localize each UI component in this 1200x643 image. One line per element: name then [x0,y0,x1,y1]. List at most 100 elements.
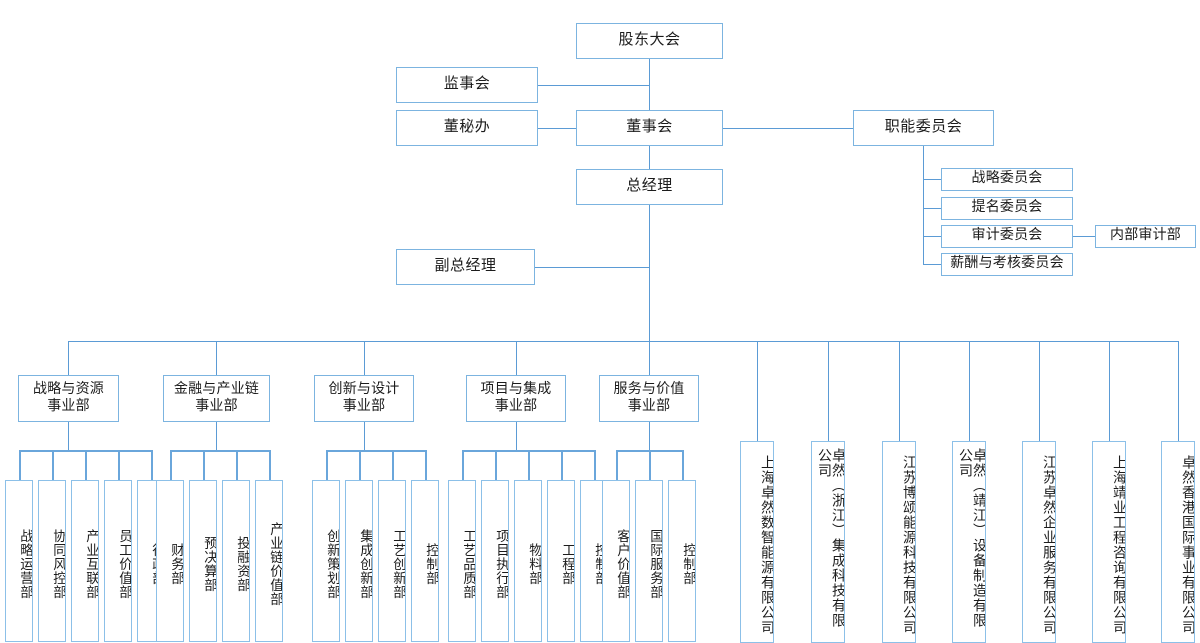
node-committee-strategy[interactable]: 战略委员会 [941,168,1073,191]
node-subsidiary-zhuoran-zhejiang-integration-tech[interactable]: 卓然（浙江）集成科技有限公司 [811,441,845,643]
node-subsidiary-zhuoran-jingjiang-equipment-manufacturing[interactable]: 卓然（靖江）设备制造有限公司 [952,441,986,643]
node-shareholders-meeting[interactable]: 股东大会 [576,23,723,59]
connector-board-to-committee [723,128,853,129]
node-department-collaborative-risk-control[interactable]: 协同风控部 [38,480,66,642]
node-department-materials[interactable]: 物料部 [514,480,542,642]
connector-supervisors-to-spine [538,85,650,86]
bus-drop-division-5 [649,341,650,375]
bus-drop-division-3 [364,341,365,375]
node-division-finance-industrychain[interactable]: 金融与产业链 事业部 [163,375,270,422]
node-committee-nomination[interactable]: 提名委员会 [941,197,1073,220]
div3-hbar [326,450,426,452]
node-department-customer-value[interactable]: 客户价值部 [602,480,630,642]
div4-stem [516,422,517,451]
node-department-international-service[interactable]: 国际服务部 [635,480,663,642]
division-5-line-2: 事业部 [627,398,671,414]
node-department-engineering[interactable]: 工程部 [547,480,575,642]
div4-drop-5 [594,450,596,480]
div1-stem [68,422,69,451]
div1-drop-2 [52,450,54,480]
division-3-line-2: 事业部 [342,398,386,414]
division-2-line-1: 金融与产业链 [173,382,260,398]
node-department-finance[interactable]: 财务部 [156,480,184,642]
node-committee-compensation[interactable]: 薪酬与考核委员会 [941,253,1073,276]
bus-drop-division-1 [68,341,69,375]
div1-drop-4 [118,450,120,480]
node-department-process-quality[interactable]: 工艺品质部 [448,480,476,642]
node-board-of-directors[interactable]: 董事会 [576,110,723,146]
node-department-integration-innovation[interactable]: 集成创新部 [345,480,373,642]
connector-committee-3 [923,236,942,237]
node-department-investment-financing[interactable]: 投融资部 [222,480,250,642]
div3-drop-4 [425,450,427,480]
node-internal-audit-department[interactable]: 内部审计部 [1095,225,1196,248]
connector-shareholders-to-board [649,58,650,110]
bus-drop-division-2 [216,341,217,375]
div5-drop-2 [649,450,651,480]
node-department-strategy-operations[interactable]: 战略运营部 [5,480,33,642]
node-subsidiary-jiangsu-zhuoran-enterprise-service[interactable]: 江苏卓然企业服务有限公司 [1022,441,1056,643]
node-deputy-general-manager[interactable]: 副总经理 [396,249,535,285]
div4-drop-1 [462,450,464,480]
node-subsidiary-shanghai-zhuoran-digital-energy[interactable]: 上海卓然数智能源有限公司 [740,441,774,643]
node-department-innovation-planning[interactable]: 创新策划部 [312,480,340,642]
node-board-of-supervisors[interactable]: 监事会 [396,67,538,103]
connector-committee-spine [923,146,924,265]
node-division-strategy-resources[interactable]: 战略与资源 事业部 [18,375,119,422]
connector-audit-to-internal-audit [1073,236,1095,237]
node-department-control-service[interactable]: 控制部 [668,480,696,642]
connector-secretary-to-board [538,128,576,129]
main-bus-line [68,341,1178,342]
division-4-line-2: 事业部 [494,398,538,414]
division-5-line-1: 服务与价值 [613,382,685,398]
div5-drop-1 [616,450,618,480]
div5-stem [649,422,650,451]
node-department-industry-chain-value[interactable]: 产业链价值部 [255,480,283,642]
node-board-secretary-office[interactable]: 董秘办 [396,110,538,146]
div5-drop-3 [682,450,684,480]
div4-drop-2 [495,450,497,480]
connector-gm-to-bus [649,204,650,341]
node-committee-audit[interactable]: 审计委员会 [941,225,1073,248]
node-department-industrial-internet[interactable]: 产业互联部 [71,480,99,642]
div2-drop-1 [170,450,172,480]
div3-drop-2 [359,450,361,480]
division-1-line-1: 战略与资源 [33,382,104,398]
div3-drop-3 [392,450,394,480]
node-department-process-innovation[interactable]: 工艺创新部 [378,480,406,642]
division-2-line-2: 事业部 [195,398,238,414]
div4-drop-3 [528,450,530,480]
connector-committee-4 [923,264,942,265]
node-subsidiary-zhuoran-hongkong-international[interactable]: 卓然香港国际事业有限公司 [1161,441,1195,643]
bus-drop-subsidiary-4 [969,341,970,441]
bus-drop-subsidiary-7 [1178,341,1179,441]
node-division-service-value[interactable]: 服务与价值 事业部 [599,375,699,422]
node-general-manager[interactable]: 总经理 [576,169,723,205]
division-1-line-2: 事业部 [47,398,90,414]
node-functional-committee[interactable]: 职能委员会 [853,110,994,146]
div2-drop-2 [203,450,205,480]
bus-drop-subsidiary-1 [757,341,758,441]
div1-drop-3 [85,450,87,480]
bus-drop-division-4 [516,341,517,375]
div2-drop-4 [269,450,271,480]
div1-drop-1 [19,450,21,480]
div4-drop-4 [561,450,563,480]
node-department-employee-value[interactable]: 员工价值部 [104,480,132,642]
node-division-innovation-design[interactable]: 创新与设计 事业部 [314,375,414,422]
node-division-project-integration[interactable]: 项目与集成 事业部 [466,375,566,422]
bus-drop-subsidiary-3 [899,341,900,441]
node-department-project-execution[interactable]: 项目执行部 [481,480,509,642]
div2-stem [216,422,217,451]
node-department-budget-settlement[interactable]: 预决算部 [189,480,217,642]
connector-committee-2 [923,208,942,209]
division-3-line-1: 创新与设计 [328,382,400,398]
bus-drop-subsidiary-5 [1039,341,1040,441]
node-subsidiary-shanghai-jingye-engineering-consulting[interactable]: 上海靖业工程咨询有限公司 [1092,441,1126,643]
node-department-control-design[interactable]: 控制部 [411,480,439,642]
node-subsidiary-jiangsu-bosong-energy-tech[interactable]: 江苏博颂能源科技有限公司 [882,441,916,643]
div1-drop-5 [151,450,153,480]
div3-stem [364,422,365,451]
div3-drop-1 [326,450,328,480]
